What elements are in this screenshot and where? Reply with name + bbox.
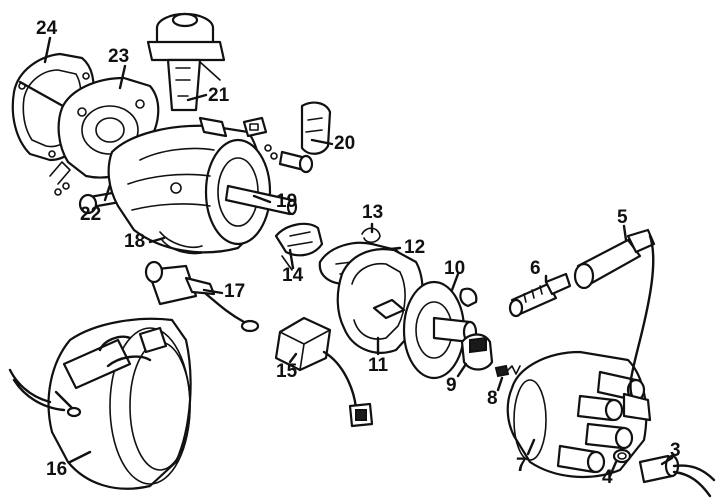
callout-14: 14 <box>282 265 304 286</box>
part-rotor-arm-9 <box>460 333 494 371</box>
callout-17: 17 <box>224 281 246 302</box>
leader-7 <box>526 438 536 456</box>
callout-12: 12 <box>404 237 426 258</box>
leader-16 <box>68 450 92 464</box>
callout-13: 13 <box>362 202 384 223</box>
callout-5: 5 <box>617 207 628 228</box>
part-ht-lead-3 <box>638 454 716 498</box>
callout-15: 15 <box>276 361 298 382</box>
callout-9: 9 <box>446 375 457 396</box>
part-housing-19 <box>107 116 298 254</box>
callout-21: 21 <box>208 85 230 106</box>
part-clip-18 <box>159 231 207 255</box>
part-bracket-bolt-20 <box>242 101 332 174</box>
callout-22: 22 <box>80 204 102 225</box>
part-link-14 <box>274 222 324 271</box>
leader-21 <box>186 93 208 102</box>
leader-20 <box>310 138 334 146</box>
leader-23 <box>118 64 127 90</box>
callout-7: 7 <box>516 455 527 476</box>
leader-8 <box>496 376 504 392</box>
callout-18: 18 <box>124 231 146 252</box>
callout-16: 16 <box>46 459 68 480</box>
part-carbon-brush-8 <box>494 364 521 378</box>
leader-4 <box>608 460 618 478</box>
callout-20: 20 <box>334 133 356 154</box>
callout-11: 11 <box>368 355 389 376</box>
callout-19: 19 <box>276 191 298 212</box>
leader-3 <box>660 456 674 466</box>
callout-8: 8 <box>487 388 498 409</box>
leader-9 <box>456 362 468 378</box>
leader-17 <box>202 288 224 295</box>
leader-19 <box>252 194 272 204</box>
leader-24 <box>43 36 52 64</box>
callout-23: 23 <box>108 46 130 67</box>
leader-14 <box>288 248 295 270</box>
callout-6: 6 <box>530 258 541 279</box>
part-ht-connector-5 <box>573 228 656 422</box>
leader-15 <box>288 352 298 364</box>
callout-24: 24 <box>36 18 58 39</box>
part-suppressor-6 <box>508 272 572 318</box>
callout-3: 3 <box>670 440 681 461</box>
part-vacuum-unit-21 <box>146 12 226 112</box>
part-housing-16 <box>8 317 192 490</box>
leader-5 <box>622 224 628 242</box>
leader-18 <box>148 236 166 244</box>
part-grommet-4 <box>612 448 632 464</box>
part-circlip-13 <box>361 227 381 244</box>
leader-10 <box>450 272 460 292</box>
callout-10: 10 <box>444 258 466 279</box>
part-rotor-disc-10 <box>402 280 478 380</box>
part-distributor-cap-7 <box>506 350 648 479</box>
part-condenser-17 <box>144 260 260 333</box>
callout-4: 4 <box>602 467 613 488</box>
part-module-15 <box>274 316 374 428</box>
